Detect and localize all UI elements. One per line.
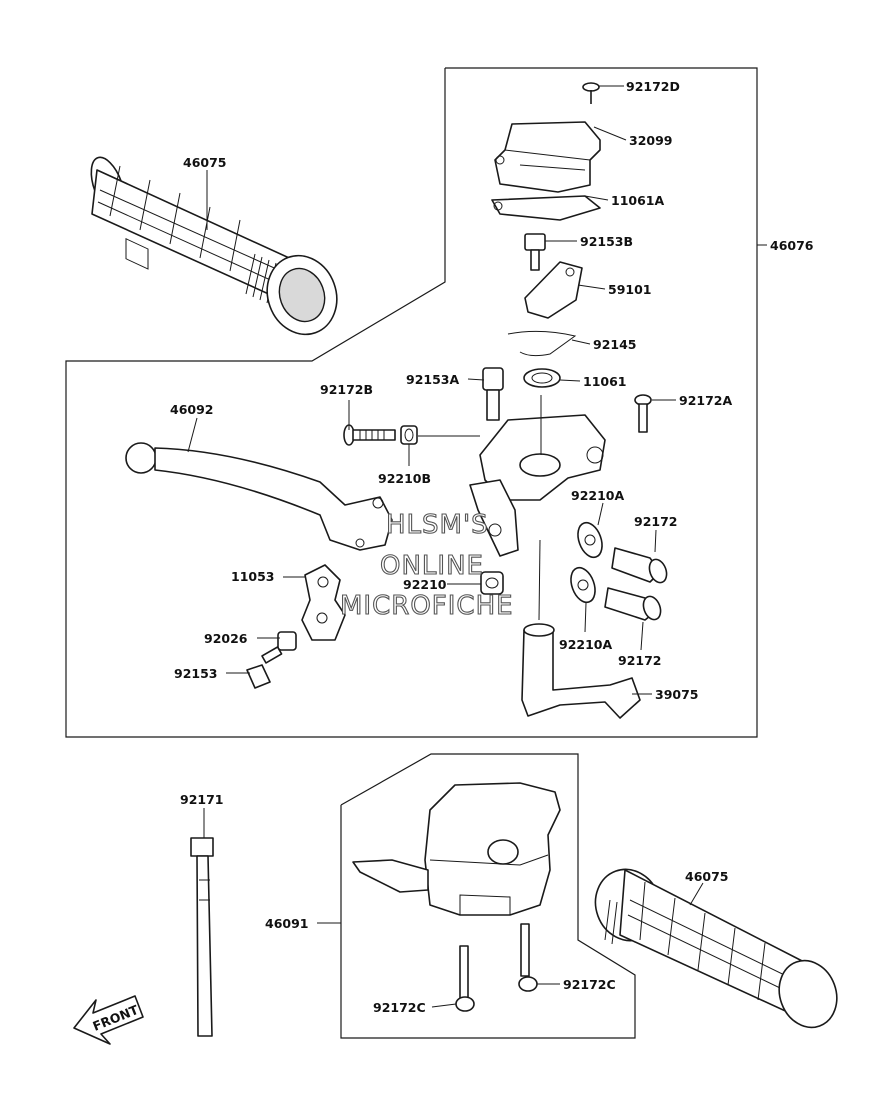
label-46092: 46092 — [170, 402, 214, 417]
bolt-92153 — [246, 646, 283, 689]
label-46076: 46076 — [770, 238, 814, 253]
watermark-line-1: HLSM'S — [386, 510, 489, 540]
label-46091: 46091 — [265, 916, 309, 931]
label-32099: 32099 — [629, 133, 673, 148]
label-11061A: 11061A — [611, 193, 664, 208]
label-92210A-lower: 92210A — [559, 637, 612, 652]
adjuster-92172-lower — [604, 587, 662, 621]
watermark: HLSM'S ONLINE MICROFICHE — [339, 509, 514, 621]
label-59101: 59101 — [608, 282, 652, 297]
label-92145: 92145 — [593, 337, 637, 352]
nut-92210B — [400, 425, 418, 445]
label-92172-upper: 92172 — [634, 514, 678, 529]
nut-92210 — [480, 571, 504, 595]
label-92210: 92210 — [403, 577, 447, 592]
switch-assembly-frame — [340, 753, 636, 1039]
washer-11061 — [523, 368, 561, 388]
label-92172A: 92172A — [679, 393, 732, 408]
spring-92145 — [507, 330, 577, 357]
plate-59101 — [524, 261, 583, 319]
screw-92172A — [634, 394, 652, 433]
lever-holder — [469, 414, 606, 557]
screw-92172C-left — [455, 945, 475, 1012]
holder-11053 — [301, 564, 346, 641]
label-92172C-right: 92172C — [563, 977, 616, 992]
label-39075: 39075 — [655, 687, 699, 702]
label-92026: 92026 — [204, 631, 248, 646]
watermark-line-3: MICROFICHE — [340, 591, 514, 621]
lever-assembly-frame — [65, 67, 758, 738]
grip-46075-top — [90, 156, 338, 336]
label-92153A: 92153A — [406, 372, 459, 387]
part-labels: 46075 46076 92172D 32099 11061A 92153B 5… — [170, 79, 814, 1015]
label-46075-bottom: 46075 — [685, 869, 729, 884]
screw-92172C-right — [518, 923, 538, 992]
screw-92172D — [582, 82, 600, 104]
label-92153B: 92153B — [580, 234, 633, 249]
cover-32099 — [494, 121, 601, 193]
collar-92026 — [277, 631, 297, 651]
adjuster-92210A-upper — [577, 521, 603, 559]
adjuster-92210A-lower — [570, 566, 596, 604]
label-92172-lower: 92172 — [618, 653, 662, 668]
label-92172B: 92172B — [320, 382, 373, 397]
grip-46075-bottom — [594, 868, 838, 1029]
bolt-92172B — [343, 424, 396, 446]
watermark-line-2: ONLINE — [380, 551, 484, 581]
front-arrow: FRONT — [73, 995, 144, 1045]
bolt-92153A — [482, 367, 504, 421]
label-11061: 11061 — [583, 374, 627, 389]
bolt-92153B — [524, 233, 546, 271]
adjuster-92172-upper — [611, 547, 668, 584]
label-92172D: 92172D — [626, 79, 680, 94]
switch-46091 — [352, 782, 561, 916]
label-46075-top: 46075 — [183, 155, 227, 170]
leader-lines — [187, 85, 767, 1008]
arm-39075 — [521, 623, 641, 719]
label-92153: 92153 — [174, 666, 218, 681]
gasket-11061A — [491, 195, 601, 221]
label-11053: 11053 — [231, 569, 275, 584]
label-92210A-upper: 92210A — [571, 488, 624, 503]
label-92171: 92171 — [180, 792, 224, 807]
label-92210B: 92210B — [378, 471, 431, 486]
label-92172C-left: 92172C — [373, 1000, 426, 1015]
cable-tie-92171 — [190, 837, 214, 1037]
lever-46092 — [125, 442, 393, 551]
